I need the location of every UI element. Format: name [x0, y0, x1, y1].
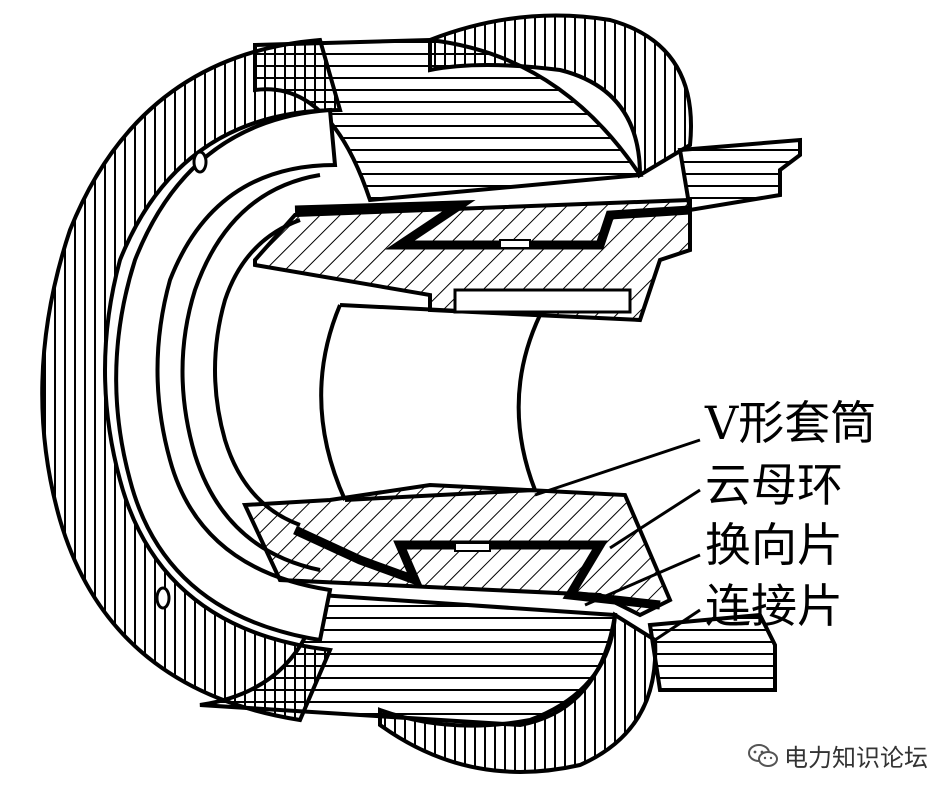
leader-line-mica-ring	[609, 488, 701, 550]
lower-section-cut	[241, 482, 673, 618]
inner-bore	[319, 303, 542, 502]
watermark: 电力知识论坛	[748, 738, 928, 773]
label-commutator-segment: 换向片	[705, 518, 843, 572]
leader-line-commutator-segment	[584, 553, 701, 607]
label-mica-ring: 云母环	[705, 458, 843, 512]
upper-section-cut	[253, 197, 692, 323]
label-v-sleeve: V形套筒	[705, 396, 877, 450]
wechat-icon	[748, 743, 778, 767]
riser-bottom	[647, 612, 777, 692]
riser-top	[677, 137, 802, 213]
watermark-text: 电力知识论坛	[784, 744, 928, 772]
front-end-ring	[40, 37, 343, 723]
leader-line-connecting-piece	[654, 608, 701, 642]
label-connecting-piece: 连接片	[705, 579, 843, 633]
leader-line-v-sleeve	[534, 438, 701, 497]
